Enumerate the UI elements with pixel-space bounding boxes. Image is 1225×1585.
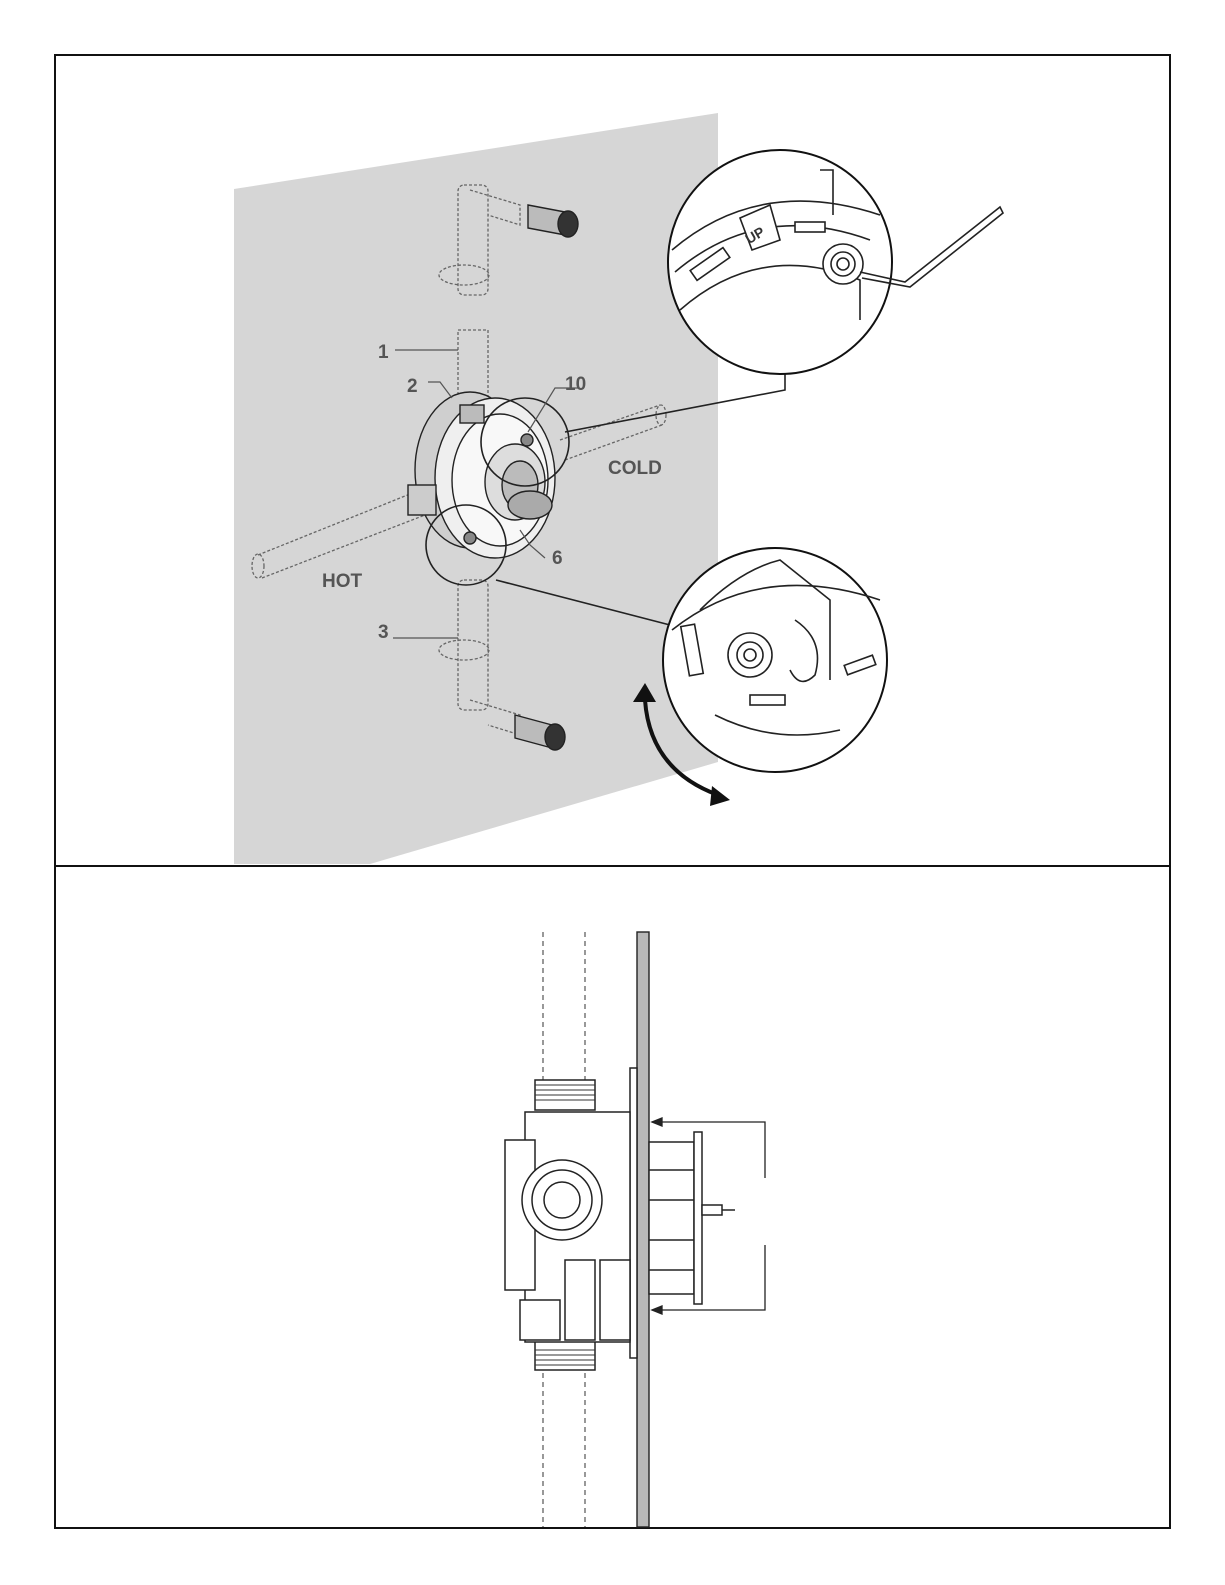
part-label-10: 10	[565, 374, 586, 395]
part-label-1: 1	[378, 342, 389, 363]
panel-divider	[54, 865, 1171, 867]
top-panel-labels: 1 2 10 6 3 COLD HOT	[0, 0, 1225, 865]
part-label-2: 2	[407, 376, 418, 397]
part-label-3: 3	[378, 622, 389, 643]
cold-label: COLD	[608, 458, 662, 479]
hot-label: HOT	[322, 571, 363, 592]
part-label-6: 6	[552, 548, 563, 569]
